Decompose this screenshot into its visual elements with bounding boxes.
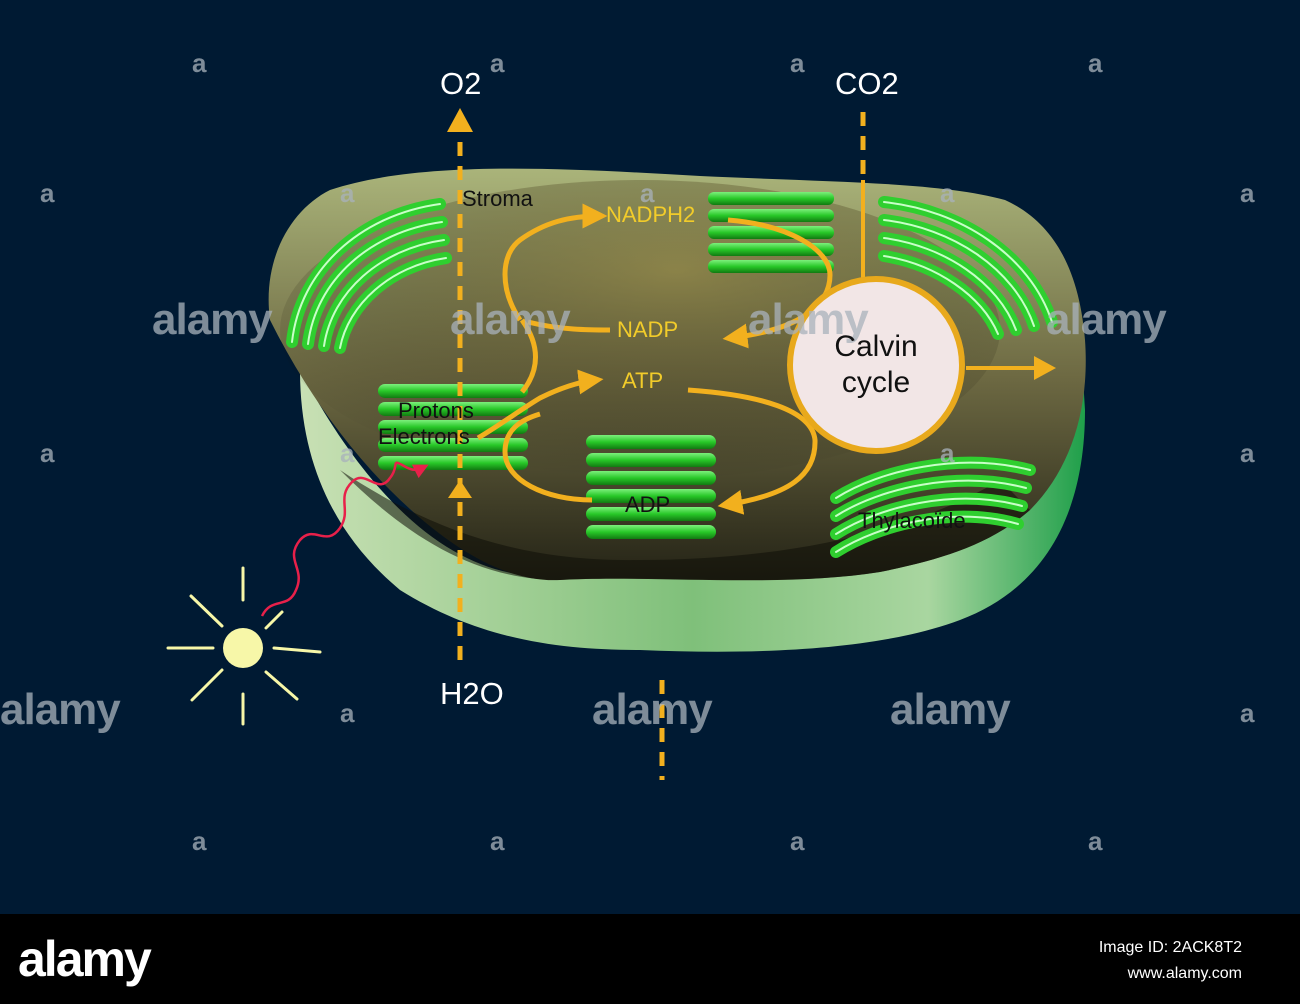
calvin-output-arrow (966, 356, 1056, 380)
thylakoid-arc-right (878, 196, 1058, 340)
label-h2o: H2O (440, 676, 504, 711)
grana-stack-left (378, 384, 528, 470)
grana-stack-top (708, 192, 834, 273)
watermark-letter: a (640, 178, 655, 208)
watermark-word: alamy (1046, 295, 1167, 344)
label-calvin-cycle: Calvin cycle (801, 329, 951, 401)
label-protons: Protons (398, 398, 474, 423)
watermark-letter: a (490, 48, 505, 78)
footer-image-id: Image ID: 2ACK8T2 (1098, 939, 1242, 956)
atp-loop (476, 369, 818, 515)
thylakoid-arc-left (286, 198, 452, 354)
label-adp: ADP (625, 492, 671, 517)
watermark-word: alamy (748, 295, 869, 344)
watermark-word: alamy (890, 685, 1011, 734)
label-stroma: Stroma (462, 186, 533, 211)
watermark-word: alamy (152, 295, 273, 344)
footer-bar: alamy Image ID: 2ACK8T2 www.alamy.com (0, 914, 1300, 1004)
label-atp: ATP (622, 368, 664, 393)
thylakoid-arc-bottom-right (830, 456, 1036, 558)
o2-h2o-flow (447, 108, 473, 660)
watermark-letter: a (790, 826, 805, 856)
watermark-letter: a (1088, 826, 1103, 856)
chloroplast-shade (340, 470, 1030, 580)
watermark-letter: a (1240, 698, 1255, 728)
watermark-letter: a (940, 438, 955, 468)
watermark-letter: a (1088, 48, 1103, 78)
label-co2: CO2 (835, 66, 899, 101)
o2-arrowhead (447, 108, 473, 132)
label-electrons: Electrons (378, 424, 470, 449)
sun-icon (166, 566, 322, 726)
calvin-cycle-circle (787, 276, 965, 454)
label-o2: O2 (440, 66, 482, 101)
watermark-letter: a (790, 48, 805, 78)
label-calvin-line1: Calvin (834, 330, 918, 363)
watermark-letter: a (1240, 178, 1255, 208)
watermark-letter: a (192, 48, 207, 78)
label-calvin-line2: cycle (841, 366, 911, 399)
watermark-word: alamy (592, 685, 713, 734)
footer-logo: alamy (18, 931, 152, 987)
watermark-letter: a (490, 826, 505, 856)
watermark-letter: a (340, 698, 355, 728)
photosynthesis-diagram (166, 108, 1086, 780)
watermark-letter: a (40, 438, 55, 468)
nadph-loop (502, 203, 833, 394)
label-thylacoide: Thylacoïde (858, 508, 966, 533)
grana-stack-center (586, 435, 716, 539)
watermark-letter: a (340, 438, 355, 468)
label-nadp: NADP (617, 317, 679, 342)
label-nadph2: NADPH2 (606, 202, 696, 227)
watermark-letter: a (40, 178, 55, 208)
watermark-word: alamy (450, 295, 571, 344)
footer-url: www.alamy.com (1127, 965, 1242, 982)
h2o-arrowhead (448, 480, 472, 498)
watermark-word: alamy (0, 685, 121, 734)
watermark-letter: a (192, 826, 207, 856)
light-wave (260, 461, 429, 617)
watermark-letter: a (340, 178, 355, 208)
watermark-letter: a (940, 178, 955, 208)
watermark-letter: a (1240, 438, 1255, 468)
